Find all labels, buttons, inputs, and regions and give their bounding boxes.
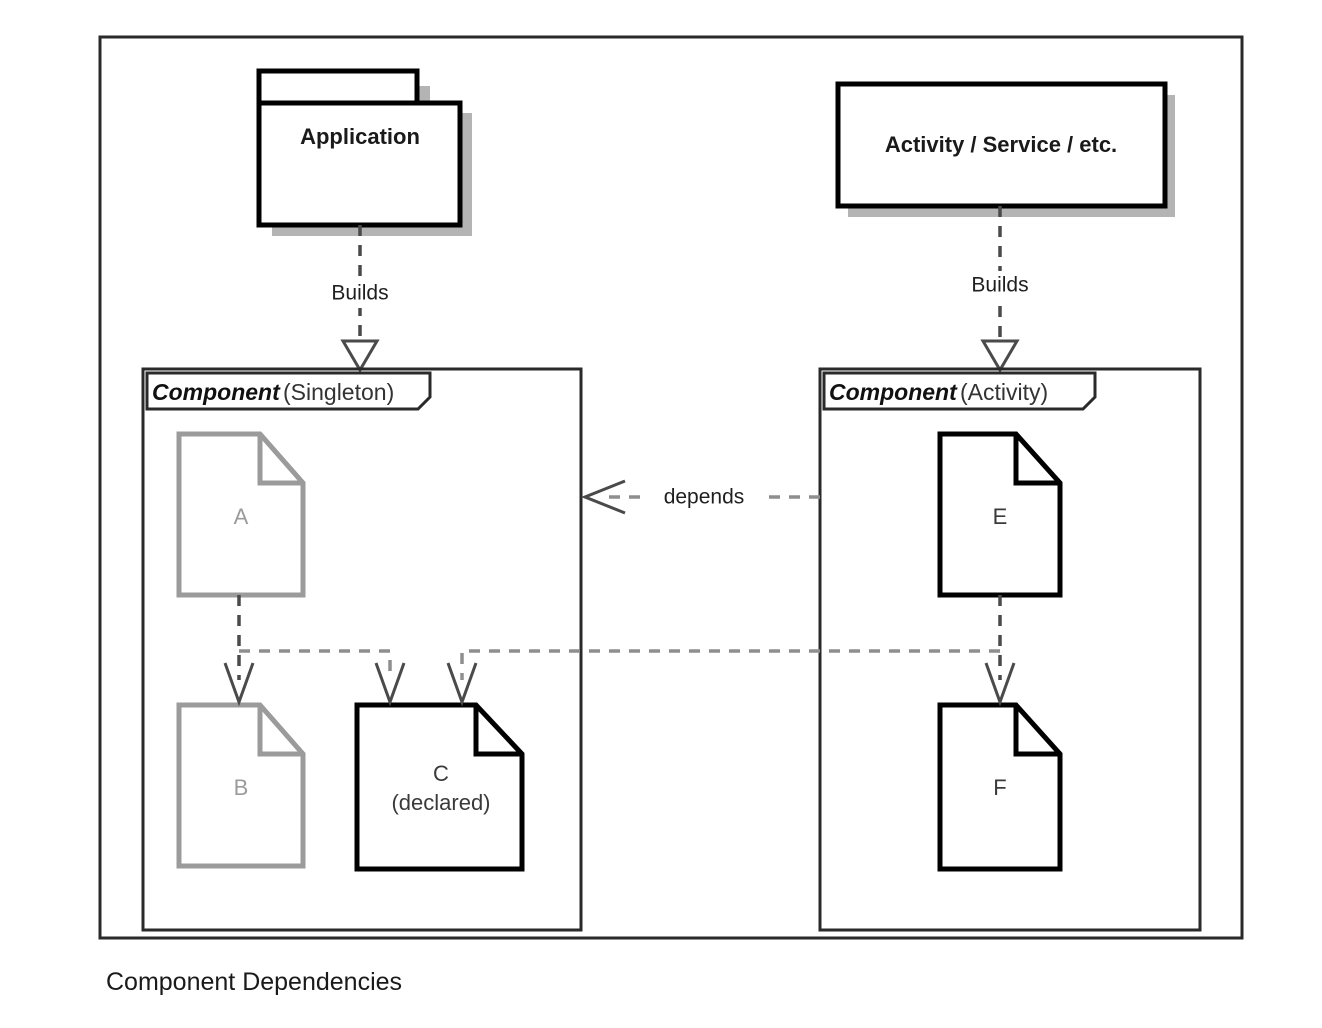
hollow-triangle-arrowhead <box>340 339 380 373</box>
container-component-singleton: Component (Singleton) A B C (declared) <box>141 367 583 932</box>
container-singleton-header-strong: Component <box>152 379 281 405</box>
hollow-triangle-arrowhead <box>980 339 1020 373</box>
node-c[interactable]: C (declared) <box>354 702 525 872</box>
node-c-label: C <box>433 761 449 786</box>
open-arrowhead <box>984 662 1016 707</box>
node-e-label: E <box>993 504 1008 529</box>
edge-builds-right-label: Builds <box>971 274 1028 297</box>
node-b-label: B <box>234 775 249 800</box>
edge-depends: depends <box>580 479 820 515</box>
container-component-activity: Component (Activity) E F <box>818 367 1202 932</box>
edge-a-to-b <box>223 595 255 707</box>
container-activity-header-strong: Component <box>829 379 958 405</box>
edge-e-to-f <box>984 595 1016 707</box>
edge-builds-right: Builds <box>952 206 1048 373</box>
edge-builds-left: Builds <box>312 225 408 373</box>
node-application-label: Application <box>300 124 420 149</box>
node-activity-service[interactable]: Activity / Service / etc. <box>835 81 1175 217</box>
node-f-label: F <box>993 775 1006 800</box>
node-f[interactable]: F <box>937 702 1063 872</box>
container-activity-header-plain: (Activity) <box>960 379 1048 405</box>
node-application[interactable]: Application <box>256 68 472 236</box>
edge-depends-label: depends <box>664 486 745 509</box>
node-a-label: A <box>234 504 249 529</box>
node-a[interactable]: A <box>176 431 306 598</box>
node-activity-service-label: Activity / Service / etc. <box>885 132 1117 157</box>
open-arrowhead <box>446 662 478 707</box>
edge-a-to-c <box>239 649 406 707</box>
open-arrowhead <box>374 662 406 707</box>
edge-e-to-c <box>446 649 1000 707</box>
container-singleton-header-plain: (Singleton) <box>283 379 394 405</box>
open-arrowhead <box>223 662 255 707</box>
node-b[interactable]: B <box>176 702 306 869</box>
edge-builds-left-label: Builds <box>331 282 388 305</box>
open-arrowhead <box>580 479 626 515</box>
figure-frame <box>98 35 1244 940</box>
node-c-sublabel: (declared) <box>391 790 490 815</box>
figure-caption: Component Dependencies <box>106 968 402 996</box>
node-e[interactable]: E <box>937 431 1063 598</box>
